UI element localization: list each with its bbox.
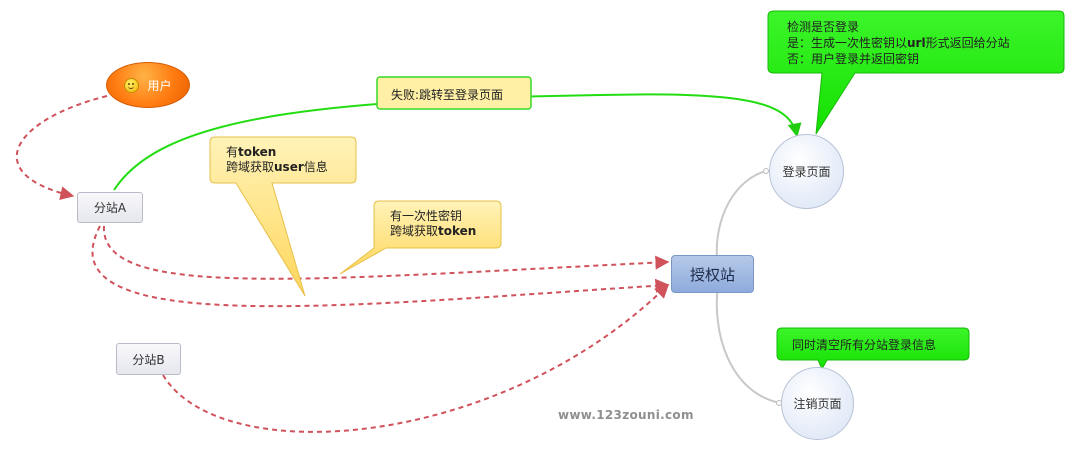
callout-clear-bubble bbox=[776, 327, 970, 371]
arrow-substation-b-to-auth bbox=[162, 284, 669, 433]
logout-page-label: 注销页面 bbox=[793, 397, 842, 411]
user-label: 用户 bbox=[147, 78, 172, 93]
callout-has-token-bubble bbox=[209, 136, 357, 297]
substation-b-label: 分站B bbox=[132, 352, 165, 367]
fail-callout-text: 失败:跳转至登录页面 bbox=[391, 88, 504, 102]
otk-line2-prefix: 跨域获取 bbox=[390, 224, 439, 238]
logout-page-node[interactable]: 注销页面 bbox=[781, 367, 854, 440]
smiley-icon bbox=[124, 77, 140, 93]
has-token-line2-bold: user bbox=[274, 160, 304, 174]
otk-line1: 有一次性密钥 bbox=[390, 209, 463, 223]
auth-site-label: 授权站 bbox=[689, 265, 735, 284]
otk-callout-text: 有一次性密钥 跨域获取token bbox=[390, 209, 476, 239]
otk-line2-bold: token bbox=[438, 224, 477, 238]
check-line1: 检测是否登录 bbox=[787, 20, 860, 34]
login-page-label: 登录页面 bbox=[782, 165, 831, 179]
connector-auth-to-logout bbox=[715, 285, 781, 404]
arrow-substation-a-to-auth-1 bbox=[102, 225, 670, 280]
callout-otk-bubble bbox=[339, 200, 502, 275]
arrow-substation-a-to-auth-2 bbox=[91, 225, 670, 308]
connector-auth-to-login bbox=[715, 170, 767, 267]
clear-callout-text: 同时清空所有分站登录信息 bbox=[792, 338, 937, 352]
check-line2-suffix: 形式返回给分站 bbox=[925, 36, 1010, 50]
auth-site-node[interactable]: 授权站 bbox=[671, 255, 754, 293]
has-token-line1-bold: token bbox=[238, 145, 277, 159]
login-page-node[interactable]: 登录页面 bbox=[769, 134, 844, 209]
has-token-line2-suffix: 信息 bbox=[303, 160, 328, 174]
substation-a-node[interactable]: 分站A bbox=[77, 192, 143, 223]
substation-b-node[interactable]: 分站B bbox=[116, 343, 181, 375]
substation-a-label: 分站A bbox=[93, 201, 127, 215]
check-line2-prefix: 是：生成一次性密钥以 bbox=[787, 36, 908, 50]
check-line3: 否：用户登录并返回密钥 bbox=[787, 52, 920, 66]
has-token-callout-text: 有token 跨域获取user信息 bbox=[226, 145, 328, 175]
connector-dot-login bbox=[763, 168, 769, 174]
callout-fail-box bbox=[376, 76, 532, 110]
user-node[interactable]: 用户 bbox=[106, 62, 190, 108]
arrow-user-to-substation-a bbox=[15, 95, 108, 201]
has-token-line2-prefix: 跨域获取 bbox=[226, 160, 275, 174]
check-login-callout-text: 检测是否登录 是：生成一次性密钥以url形式返回给分站 否：用户登录并返回密钥 bbox=[787, 19, 1010, 67]
callout-check-login-bubble bbox=[767, 10, 1065, 135]
check-line2-bold: url bbox=[907, 36, 926, 50]
watermark: www.123zouni.com bbox=[558, 408, 694, 422]
has-token-line1-prefix: 有 bbox=[226, 145, 239, 159]
